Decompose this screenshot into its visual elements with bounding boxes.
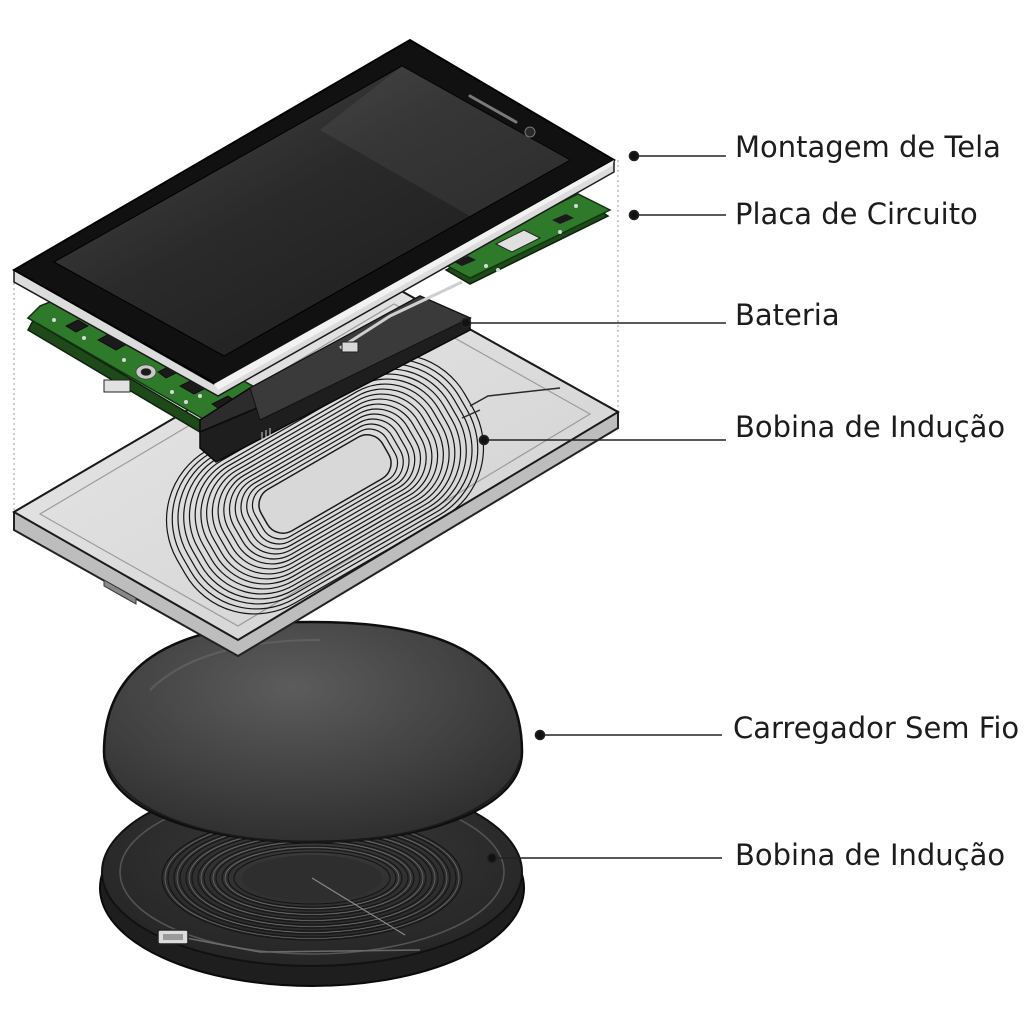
back-plate bbox=[12, 286, 620, 658]
label-screen-assembly: Montagem de Tela bbox=[735, 130, 1001, 164]
label-circuit-board: Placa de Circuito bbox=[735, 197, 978, 231]
charger-port bbox=[157, 929, 189, 945]
label-phone-induction-coil: Bobina de Indução bbox=[735, 410, 1006, 444]
leader-lines bbox=[460, 150, 726, 864]
battery bbox=[199, 280, 472, 463]
phone-coil bbox=[165, 353, 485, 615]
charger-dome bbox=[102, 620, 524, 844]
guide-lines bbox=[13, 160, 619, 530]
earpiece bbox=[468, 94, 536, 138]
label-battery: Bateria bbox=[735, 298, 840, 332]
circuit-board-secondary bbox=[438, 193, 612, 285]
label-wireless-charger: Carregador Sem Fio bbox=[733, 711, 1020, 745]
label-charger-induction-coil: Bobina de Indução bbox=[735, 838, 1006, 872]
screen-assembly bbox=[11, 38, 617, 397]
